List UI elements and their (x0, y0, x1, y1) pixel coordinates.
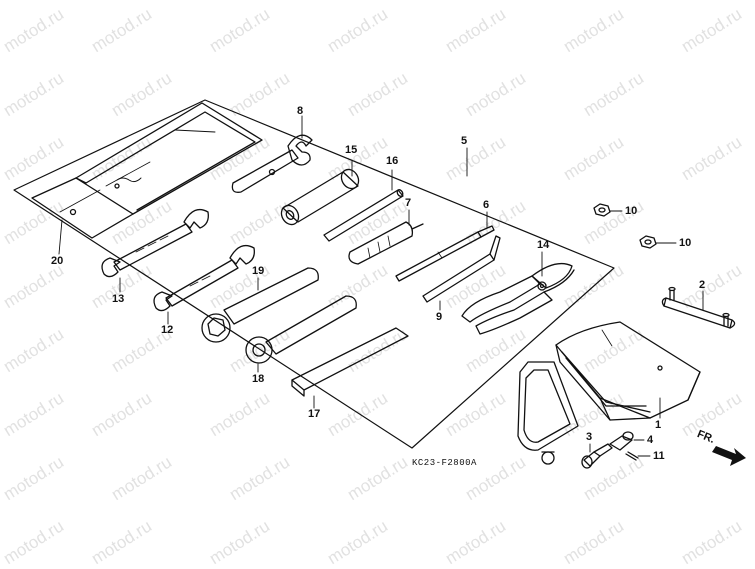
flat-strap (291, 327, 409, 397)
screwdriver-blade (395, 225, 495, 282)
callout-14: 14 (537, 239, 550, 251)
callout-11: 11 (653, 450, 665, 462)
callout-4: 4 (647, 434, 654, 446)
callout-3: 3 (586, 431, 593, 443)
callout-2: 2 (699, 279, 706, 291)
bolt (581, 443, 613, 469)
screwdriver-handle (348, 221, 424, 265)
hex-ring-spanner (201, 267, 319, 343)
hex-key (422, 235, 501, 303)
pliers (461, 262, 575, 335)
nut-upper (593, 203, 611, 217)
callout-19: 19 (252, 265, 265, 277)
callout-1: 1 (655, 419, 662, 431)
callout-20: 20 (51, 255, 64, 267)
wrench-upper (101, 208, 209, 278)
callout-5: 5 (461, 135, 468, 147)
pin-spanner (231, 134, 313, 193)
nut-lower (639, 235, 657, 249)
pin (625, 451, 639, 461)
ring-spanner (245, 295, 357, 364)
callout-15: 15 (345, 144, 358, 156)
callout-8: 8 (297, 105, 304, 117)
collar (609, 431, 634, 451)
callout-7: 7 (405, 197, 412, 209)
callout-18: 18 (252, 373, 265, 385)
callout-12: 12 (161, 324, 174, 336)
callout-10-upper: 10 (625, 205, 638, 217)
callout-9: 9 (436, 311, 443, 323)
leader-20 (58, 219, 63, 255)
callout-16: 16 (386, 155, 399, 167)
tool-case (517, 321, 701, 465)
callout-6: 6 (483, 199, 490, 211)
extension-bar (323, 189, 404, 242)
wrench-lower (153, 244, 255, 312)
tool-kit-outline (13, 99, 615, 449)
callout-17: 17 (308, 408, 321, 420)
callout-13: 13 (112, 293, 125, 305)
callout-10-lower: 10 (679, 237, 692, 249)
box-spanner (280, 168, 360, 226)
bracket (661, 286, 736, 329)
reference-code: KC23-F2800A (412, 458, 477, 468)
front-arrow (712, 446, 746, 466)
tool-bag (31, 102, 263, 239)
